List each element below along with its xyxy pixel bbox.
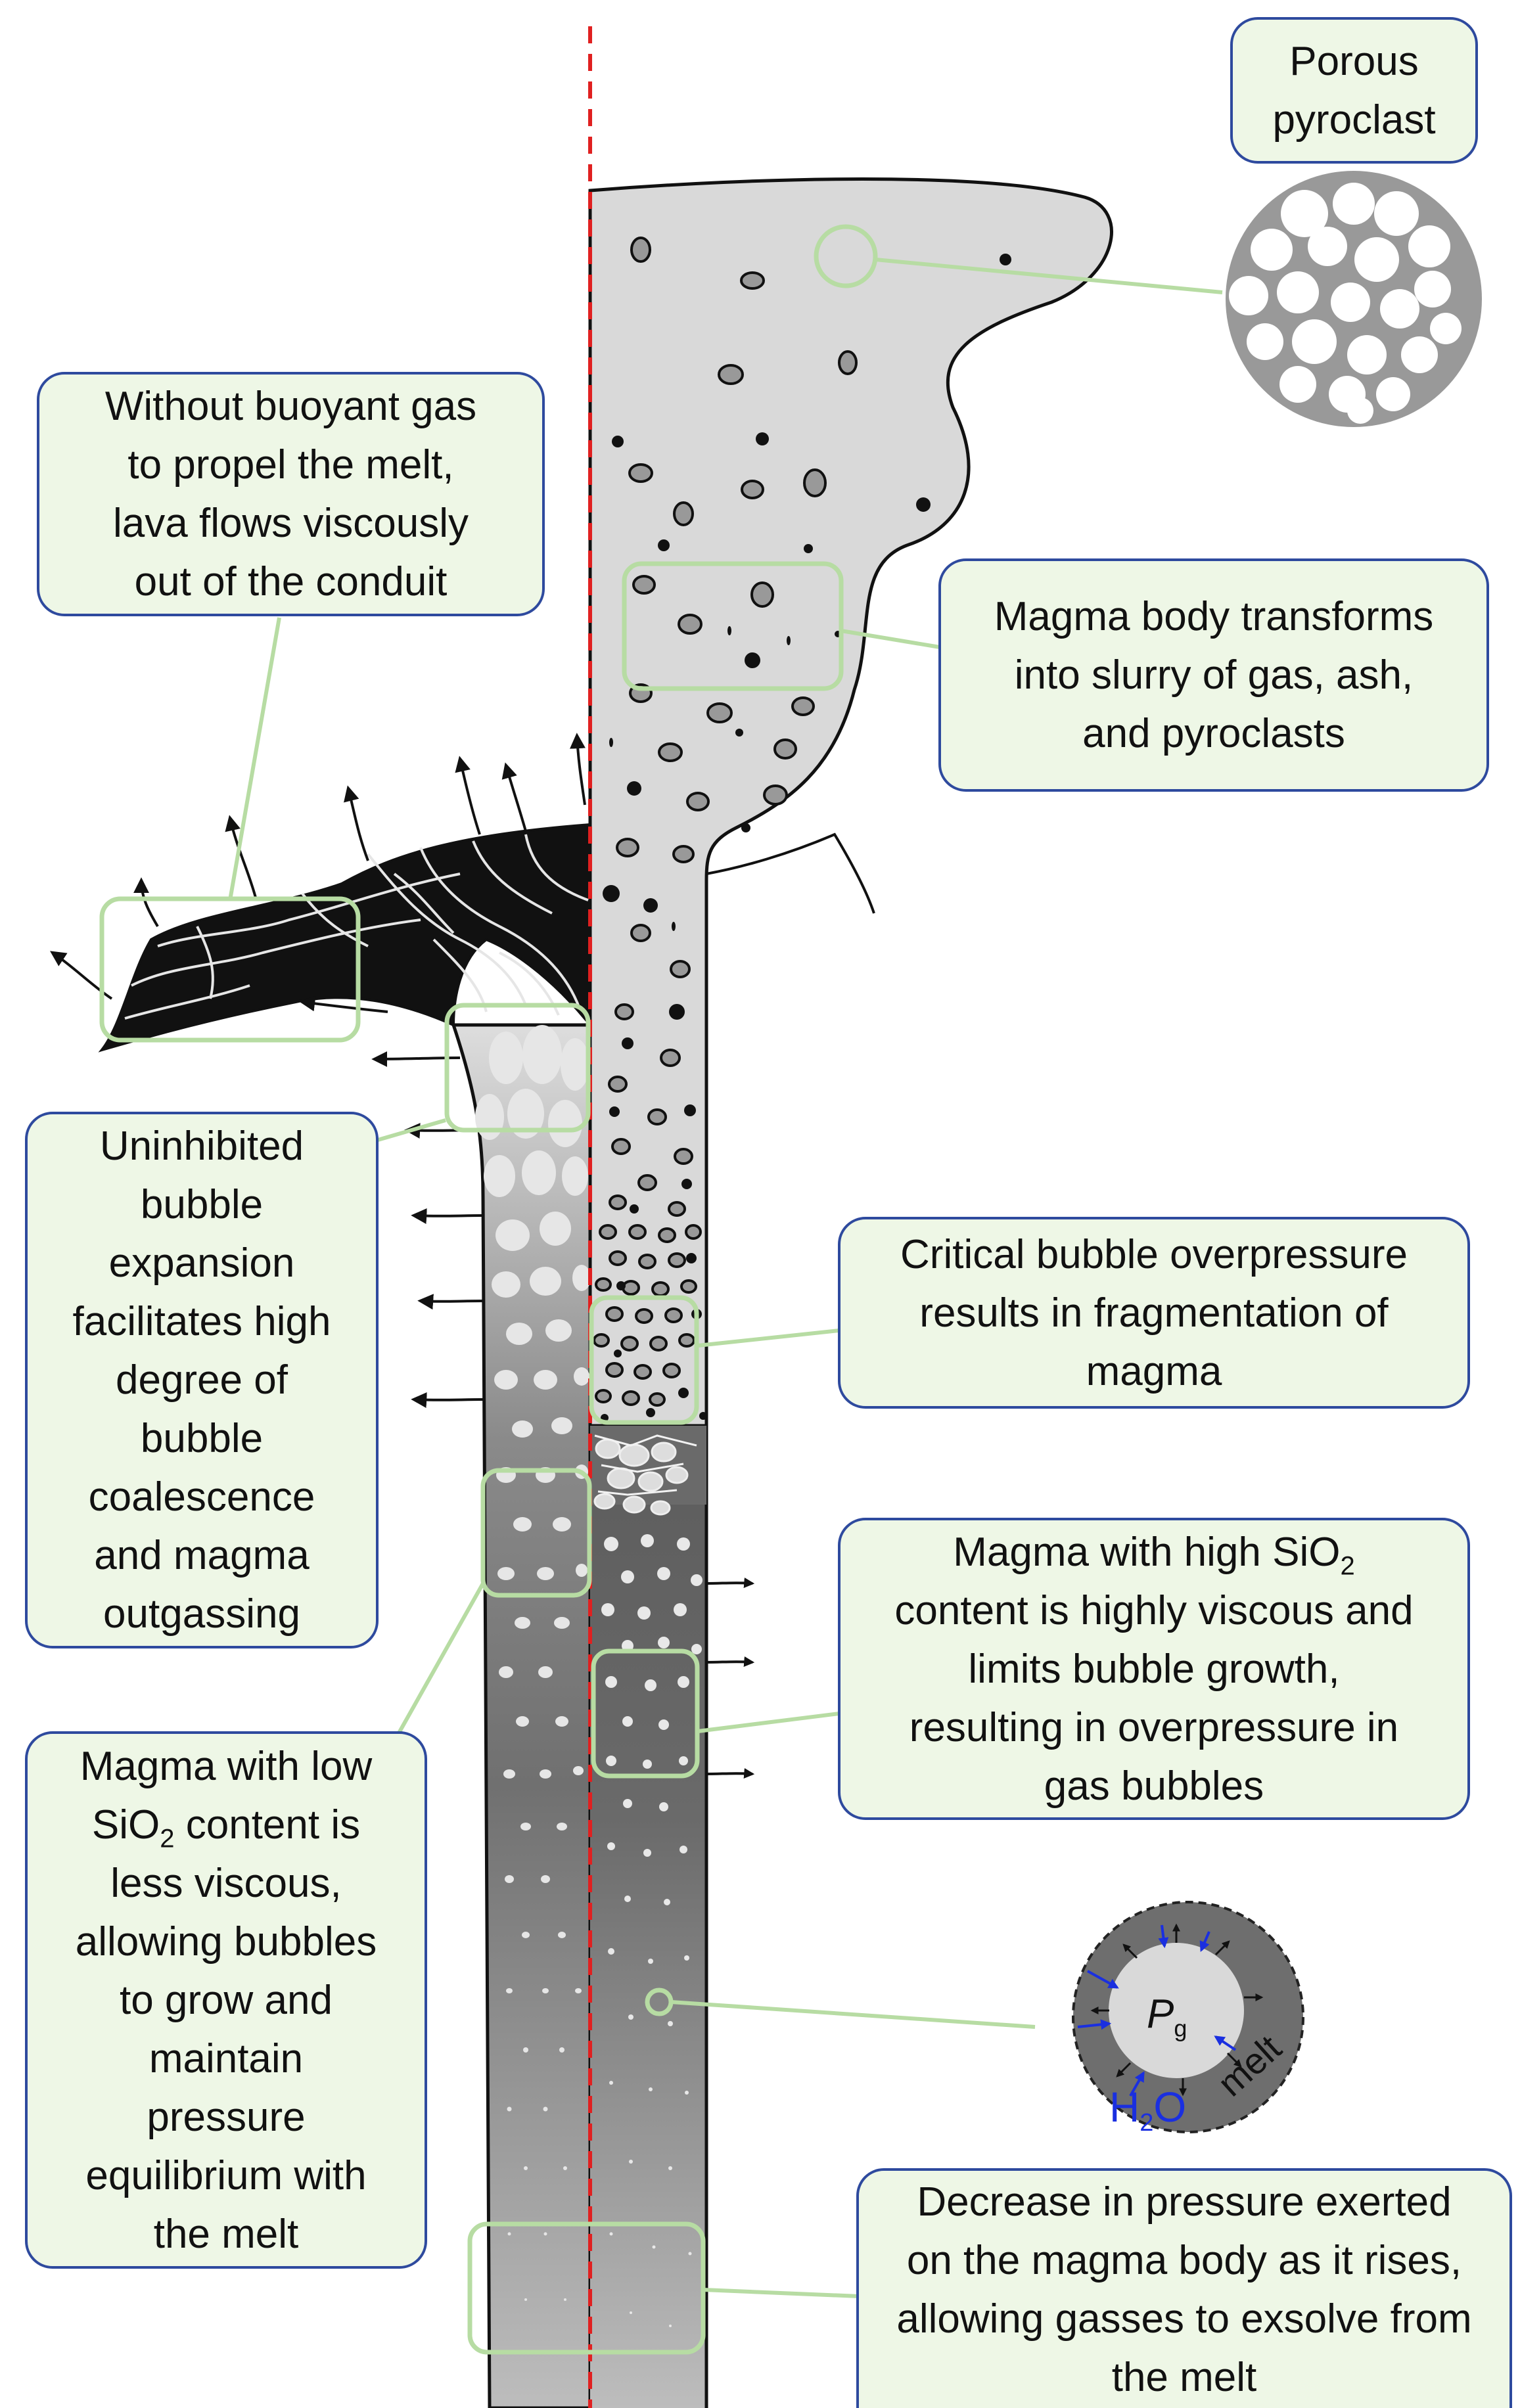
callout-line: and magma	[73, 1526, 331, 1585]
callout-high-sio2: Magma with high SiO2 content is highly v…	[838, 1518, 1470, 1820]
callout-line: bubble	[73, 1175, 331, 1234]
water-o: O	[1153, 2083, 1186, 2131]
callout-fragmentation: Critical bubble overpressure results in …	[838, 1217, 1470, 1409]
callout-line: on the magma body as it rises,	[896, 2231, 1471, 2290]
callout-line: Uninhibited	[73, 1117, 331, 1175]
callout-line: facilitates high	[73, 1292, 331, 1351]
callout-slurry: Magma body transforms into slurry of gas…	[938, 558, 1489, 792]
callout-line: out of the conduit	[105, 553, 476, 611]
callout-line: less viscous,	[76, 1854, 377, 1913]
callout-lava-flow: Without buoyant gas to propel the melt, …	[37, 372, 545, 616]
callout-line: limits bubble growth,	[894, 1640, 1413, 1698]
callout-line: lava flows viscously	[105, 494, 476, 553]
water-subscript: 2	[1140, 2109, 1153, 2137]
callout-text: Magma with high SiO	[953, 1530, 1340, 1575]
subscript: 2	[1340, 1551, 1354, 1580]
callout-line: pyroclast	[1272, 91, 1435, 149]
pressure-subscript: g	[1174, 2014, 1187, 2041]
callout-line: to propel the melt,	[105, 436, 476, 494]
callout-text: SiO	[92, 1802, 160, 1848]
conduit-right-half	[590, 1426, 706, 2408]
callout-line: Porous	[1272, 32, 1435, 91]
gas-pressure-label: Pg	[1147, 1991, 1187, 2042]
callout-line: and pyroclasts	[994, 704, 1433, 763]
callout-line: Magma with low	[76, 1737, 377, 1796]
callout-low-sio2: Magma with low SiO2 content is less visc…	[25, 1731, 427, 2269]
callout-line: Decrease in pressure exerted	[896, 2173, 1471, 2231]
callout-coalescence: Uninhibited bubble expansion facilitates…	[25, 1112, 379, 1648]
callout-line: outgassing	[73, 1585, 331, 1643]
callout-line: allowing bubbles	[76, 1913, 377, 1971]
callout-line: equilibrium with	[76, 2147, 377, 2205]
callout-line: Magma body transforms	[994, 587, 1433, 646]
porous-pyroclast-graphic	[1226, 171, 1482, 427]
callout-line: maintain	[76, 2030, 377, 2088]
callout-line: pressure	[76, 2088, 377, 2147]
callout-line: Critical bubble overpressure	[900, 1225, 1408, 1284]
fragmentation-zone	[590, 1426, 706, 1514]
callout-text: content is	[175, 1802, 361, 1848]
callout-line: the melt	[76, 2205, 377, 2263]
callout-line: coalescence	[73, 1468, 331, 1526]
callout-line: results in fragmentation of	[900, 1284, 1408, 1342]
callout-line: bubble	[73, 1409, 331, 1468]
callout-line: Magma with high SiO2	[894, 1523, 1413, 1581]
callout-line: content is highly viscous and	[894, 1581, 1413, 1640]
callout-line: to grow and	[76, 1971, 377, 2030]
water-h: H	[1109, 2083, 1140, 2131]
callout-line: allowing gasses to exsolve from	[896, 2290, 1471, 2348]
callout-exsolve: Decrease in pressure exerted on the magm…	[856, 2168, 1512, 2408]
callout-line: expansion	[73, 1234, 331, 1292]
callout-line: magma	[900, 1342, 1408, 1401]
pressure-symbol: P	[1147, 1991, 1174, 2037]
callout-porous-pyroclast: Porous pyroclast	[1230, 17, 1478, 164]
bubble-inset	[1073, 1902, 1303, 2132]
subscript: 2	[160, 1824, 174, 1853]
callout-line: gas bubbles	[894, 1757, 1413, 1815]
callout-line: resulting in overpressure in	[894, 1698, 1413, 1757]
callout-line: SiO2 content is	[76, 1796, 377, 1854]
water-label: H2O	[1109, 2083, 1186, 2137]
callout-line: into slurry of gas, ash,	[994, 646, 1433, 704]
callout-line: degree of	[73, 1351, 331, 1409]
callout-line: the melt	[896, 2348, 1471, 2407]
callout-line: Without buoyant gas	[105, 377, 476, 436]
